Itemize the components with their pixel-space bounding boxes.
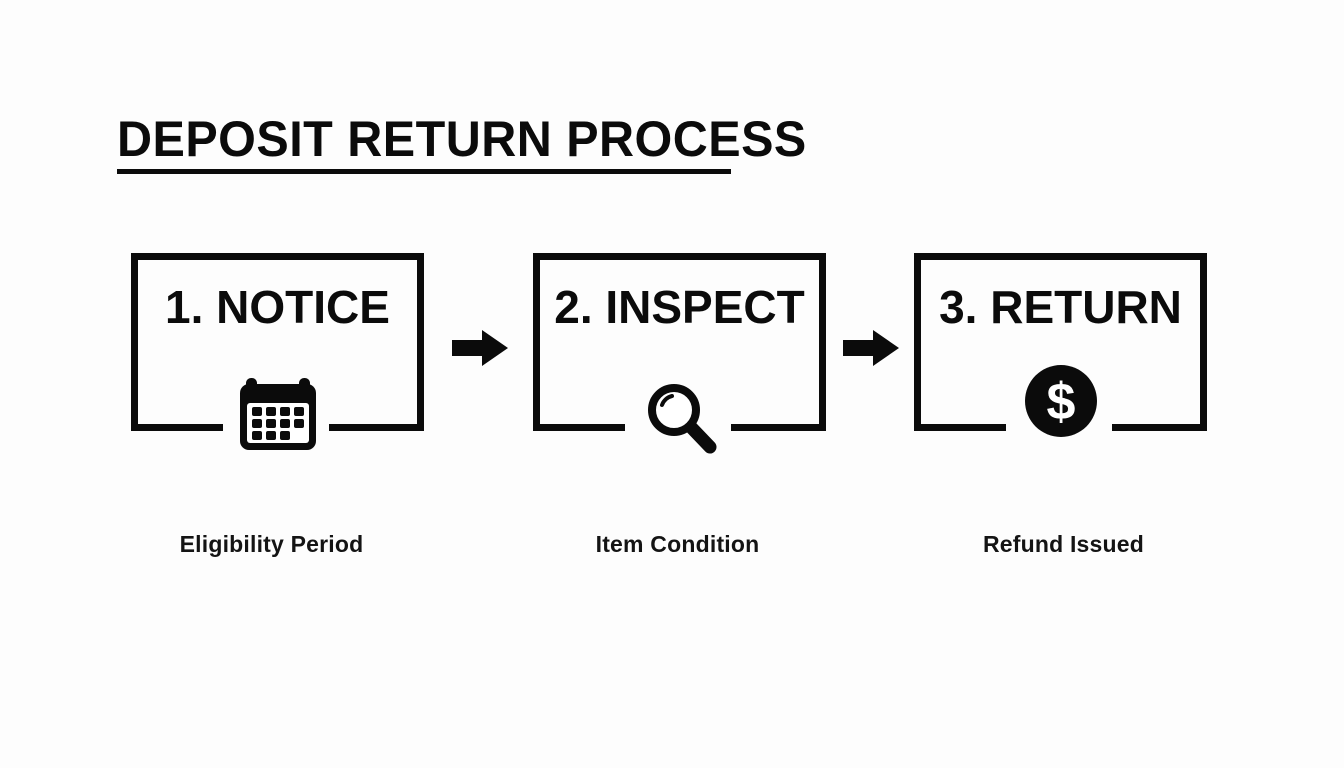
step-frame-right <box>1200 253 1207 431</box>
arrow-right-icon <box>452 330 508 366</box>
process-step-3[interactable]: 3. RETURN $ <box>914 253 1207 437</box>
step-frame-left <box>533 253 540 431</box>
step-2-label: 2. INSPECT <box>554 281 805 333</box>
step-frame-right <box>819 253 826 431</box>
arrow-right-icon <box>843 330 899 366</box>
step-frame-bottom-left <box>914 424 1006 431</box>
step-frame-left <box>131 253 138 431</box>
step-frame-bottom-right <box>731 424 826 431</box>
dollar-coin-icon: $ <box>1013 353 1109 449</box>
process-step-1[interactable]: 1. NOTICE <box>131 253 424 450</box>
process-step-row: 1. NOTICE <box>0 253 1344 454</box>
step-frame-bottom-right <box>1112 424 1207 431</box>
step-frame-top <box>533 253 826 260</box>
step-3-label: 3. RETURN <box>939 281 1182 333</box>
title-underline <box>117 169 731 174</box>
process-step-2[interactable]: 2. INSPECT <box>533 253 826 454</box>
page-title-text: DEPOSIT RETURN PROCESS <box>117 111 807 167</box>
step-2-caption: Item Condition <box>595 531 760 557</box>
step-frame-top <box>131 253 424 260</box>
calendar-icon <box>230 363 326 459</box>
step-frame-top <box>914 253 1207 260</box>
magnifying-glass-icon <box>632 369 728 465</box>
step-1-label: 1. NOTICE <box>165 281 390 333</box>
step-frame-bottom-right <box>329 424 424 431</box>
step-frame-bottom-left <box>131 424 223 431</box>
step-frame-left <box>914 253 921 431</box>
step-frame-right <box>417 253 424 431</box>
page-title: DEPOSIT RETURN PROCESS <box>117 112 828 174</box>
step-frame-bottom-left <box>533 424 625 431</box>
step-3-caption: Refund Issued <box>982 531 1145 557</box>
svg-text:$: $ <box>1046 373 1075 431</box>
step-1-caption: Eligibility Period <box>179 531 364 557</box>
